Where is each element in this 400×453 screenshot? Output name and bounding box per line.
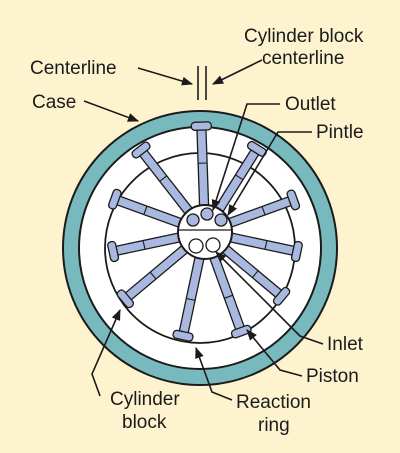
inlet-port-1 <box>188 238 204 254</box>
piston-head <box>107 188 122 210</box>
piston-band <box>235 174 244 181</box>
piston-band <box>149 271 157 280</box>
leader-outlet <box>211 103 280 212</box>
leader-case <box>83 100 140 122</box>
piston-band <box>186 297 196 301</box>
outlet-port-2 <box>200 207 214 221</box>
label-case: Case <box>32 92 76 113</box>
leader-cylinder-block <box>91 308 121 397</box>
piston-head <box>272 286 291 306</box>
piston-band <box>143 205 148 215</box>
piston-head <box>286 189 301 211</box>
label-pintle: Pintle <box>316 122 364 143</box>
piston-head <box>116 289 135 309</box>
leader-inlet <box>215 251 324 345</box>
label-reaction-ring-1: Reaction <box>236 392 311 413</box>
piston-head <box>172 329 194 342</box>
leader-reaction-ring <box>195 346 233 401</box>
piston-head <box>131 141 151 159</box>
label-inlet: Inlet <box>327 334 364 355</box>
piston-head <box>230 324 252 339</box>
outlet-port-3 <box>214 213 228 227</box>
label-reaction-ring-2: ring <box>258 415 290 436</box>
label-cylinder-block-centerline-1: Cylinder block <box>244 26 364 47</box>
piston-band <box>142 240 146 250</box>
piston-band <box>224 294 233 299</box>
piston-band <box>261 206 266 216</box>
label-centerline: Centerline <box>30 58 117 79</box>
inlet-port-2 <box>205 237 221 253</box>
outlet-port-1 <box>186 213 200 227</box>
piston-head <box>290 240 303 263</box>
piston-rod <box>196 127 210 207</box>
label-piston: Piston <box>306 366 359 387</box>
label-outlet: Outlet <box>285 94 336 115</box>
label-cylinder-block-2: block <box>122 412 167 433</box>
piston-band <box>264 240 268 250</box>
leader-cylinder-block-centerline <box>211 59 263 85</box>
pintle <box>177 204 233 260</box>
leader-pintle <box>227 131 312 216</box>
leader-piston <box>246 329 303 377</box>
label-cylinder-block-centerline-2: centerline <box>262 48 344 69</box>
piston-head <box>107 240 120 263</box>
piston-band <box>251 270 259 278</box>
piston-band <box>159 175 168 182</box>
label-cylinder-block-1: Cylinder <box>110 389 180 410</box>
piston-head <box>190 121 212 131</box>
leader-centerline <box>137 67 194 86</box>
